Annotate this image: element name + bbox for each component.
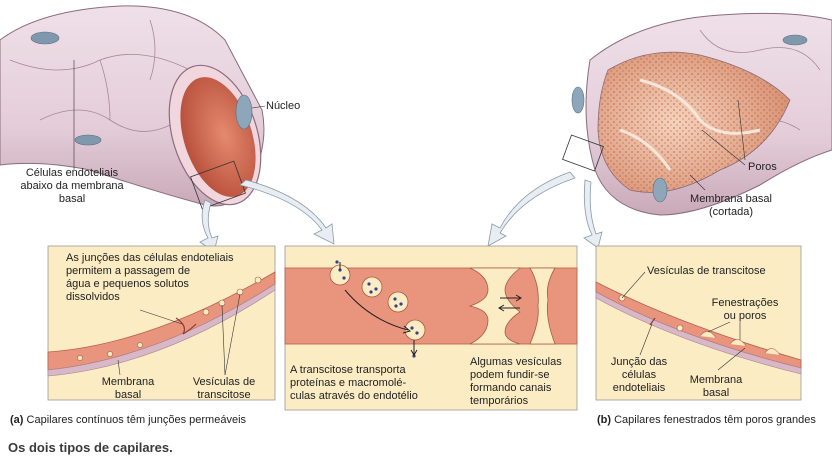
nucleus-label: Núcleo xyxy=(266,100,301,112)
junction-permeability-label: As junções das células endoteliais permi… xyxy=(66,252,234,304)
zoom-arrows xyxy=(199,171,603,253)
basal-membrane-a-label: Membrana basal xyxy=(98,376,158,402)
transcytosis-label: A transcitose transporta proteínas e mac… xyxy=(290,364,418,403)
panel-a-continuous-junction xyxy=(47,245,276,401)
basal-membrane xyxy=(595,291,802,375)
caption-a-text: Capilares contínuos têm junções permeáve… xyxy=(23,414,247,426)
nucleus-shape xyxy=(571,86,585,114)
nucleus-shape xyxy=(782,34,808,46)
basal-membrane-a-line: basal xyxy=(114,389,142,401)
endothelial-wall xyxy=(284,267,578,345)
vesicle xyxy=(404,319,426,341)
vesicle-fusion-line: podem fundir-se xyxy=(470,369,550,381)
endothelial-cells-line: basal xyxy=(58,193,86,205)
zoom-box xyxy=(190,160,246,210)
pores-label: Poros xyxy=(748,161,777,173)
figure-title: Os dois tipos de capilares. xyxy=(8,440,173,455)
fenestrated-capillary-illustration xyxy=(562,12,832,216)
caption-b-text: Capilares fenestrados têm poros grandes xyxy=(611,414,816,426)
vesicle xyxy=(361,276,383,298)
basal-membrane-a-line: Membrana xyxy=(101,376,155,388)
basal-membrane-b-line: Membrana xyxy=(689,374,743,386)
junction-permeability-line: dissolvidos xyxy=(66,291,120,303)
basal-membrane-b-label: Membrana basal xyxy=(686,374,746,400)
basal-membrane-cut-label: Membrana basal (cortada) xyxy=(676,193,786,219)
panel-transcytosis xyxy=(284,245,578,411)
fenestrations-line: Fenestrações xyxy=(711,297,779,309)
junction-permeability-line: As junções das células endoteliais xyxy=(66,252,234,264)
endothelial-cells-line: abaixo da membrana xyxy=(20,180,124,192)
vesicle-fusion-line: Algumas vesículas xyxy=(470,356,562,368)
basal-membrane-cut-line: (cortada) xyxy=(708,206,754,218)
caption-b-letter: (b) xyxy=(597,414,612,426)
nucleus-shape xyxy=(652,177,668,203)
fenestrations-line: ou poros xyxy=(723,310,767,322)
endothelial-junction-label: Junção das células endoteliais xyxy=(604,356,674,395)
basal-membrane xyxy=(47,283,276,377)
endothelial-junction-line: endoteliais xyxy=(612,382,666,394)
transcytosis-vesicles-a-line: Vesículas de xyxy=(192,376,256,388)
vesicle-fusion-label: Algumas vesículas podem fundir-se forman… xyxy=(470,356,562,408)
transcytosis-vesicles-b-label: Vesículas de transcitose xyxy=(647,265,766,277)
nucleus-shape xyxy=(74,134,102,146)
basal-membrane-cut-line: Membrana basal xyxy=(690,193,772,205)
caption-b: (b) Capilares fenestrados têm poros gran… xyxy=(597,414,816,427)
vesicle-fusion-line: temporários xyxy=(470,395,529,407)
fenestrations-label: Fenestrações ou poros xyxy=(700,297,790,323)
junction-permeability-line: permitem a passagem de xyxy=(66,265,191,277)
endothelial-cells-label: Células endoteliais abaixo da membrana b… xyxy=(2,167,142,206)
transcytosis-vesicles-a-label: Vesículas de transcitose xyxy=(184,376,264,402)
junction-permeability-line: água e pequenos solutos xyxy=(66,278,189,290)
nucleus-shape xyxy=(235,94,253,130)
panel-b-fenestrated xyxy=(595,245,802,401)
caption-a-letter: (a) xyxy=(10,414,24,426)
caption-a: (a) Capilares contínuos têm junções perm… xyxy=(10,414,246,427)
continuous-capillary-illustration xyxy=(0,5,266,210)
nucleus-shape xyxy=(30,31,60,45)
transcytosis-line: A transcitose transporta xyxy=(290,364,406,376)
endothelial-junction-line: Junção das xyxy=(610,356,668,368)
zoom-box xyxy=(562,134,604,172)
basal-membrane-b-line: basal xyxy=(702,387,730,399)
vesicle xyxy=(387,291,409,313)
endothelial-cells-line: Células endoteliais xyxy=(25,167,119,179)
vesicle-fusion-line: formando canais xyxy=(470,382,552,394)
transcytosis-line: proteínas e macromolé- xyxy=(290,377,407,389)
endothelial-junction-line: células xyxy=(621,369,657,381)
transcytosis-line: culas através do endotélio xyxy=(290,390,418,402)
transcytosis-vesicles-a-line: transcitose xyxy=(197,389,251,401)
